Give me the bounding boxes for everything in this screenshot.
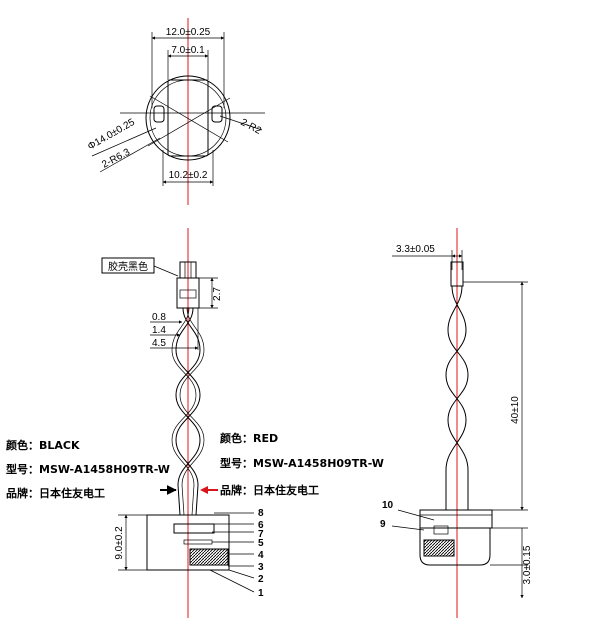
inner-opening <box>167 79 209 157</box>
side-wire-a <box>445 285 467 510</box>
dim-side-body-height: 3.0±0.15 <box>522 545 533 584</box>
right-brand-label: 品牌：日本住友电工 <box>220 483 319 497</box>
part-number: 10 <box>382 500 394 511</box>
housing-label-box <box>101 257 155 274</box>
dim-connector: 2.7 <box>212 287 223 301</box>
internal-slot <box>173 523 215 534</box>
part-number: 5 <box>258 538 264 549</box>
side-flange <box>419 509 493 529</box>
part-number: 1 <box>258 588 264 599</box>
dim-inner-width: 7.0±0.1 <box>171 45 205 56</box>
leader-line <box>153 265 179 277</box>
part-number: 9 <box>380 519 386 530</box>
dim-wire-length: 40±10 <box>510 396 521 424</box>
right-pointer-arrowhead <box>200 486 208 494</box>
left-bump <box>153 105 165 123</box>
side-wire-b <box>447 285 469 510</box>
dim-b: 1.4 <box>152 325 166 336</box>
part-number: 8 <box>258 508 264 519</box>
dim-body-height: 9.0±0.2 <box>114 526 125 560</box>
red-wire <box>175 307 201 516</box>
dim-outer-width: 12.0±0.25 <box>166 27 211 38</box>
dim-pin: 3.3±0.05 <box>396 244 435 255</box>
dim-a: 0.8 <box>152 312 166 323</box>
top-view: 12.0±0.25 7.0±0.1 Φ14.0±0.25 2-R6.3 2-R2… <box>86 18 265 205</box>
side-hatched-core <box>423 539 455 557</box>
front-view: 胶壳黑色 2.7 0.8 1.4 4.5 颜色：BLACK 型号：MSW-A14… <box>6 228 384 618</box>
side-connector <box>450 261 464 287</box>
side-body <box>419 528 491 566</box>
leader-line <box>91 127 157 157</box>
left-model-label: 型号：MSW-A1458H09TR-W <box>6 462 170 476</box>
left-brand-label: 品牌：日本住友电工 <box>6 486 105 500</box>
sensor-body <box>146 514 230 571</box>
part-number: 6 <box>258 520 264 531</box>
diagonal-1 <box>147 97 231 147</box>
dim-bottom-width: 10.2±0.2 <box>169 170 208 181</box>
left-color-label: 颜色：BLACK <box>6 438 80 452</box>
outer-circle <box>145 75 231 161</box>
leader-line <box>391 525 425 531</box>
part-number: 3 <box>258 562 264 573</box>
part-number: 4 <box>258 550 264 561</box>
leader-line <box>397 509 435 521</box>
red-wire-edge <box>171 307 197 516</box>
dim-r-small: 2-R2 <box>239 117 264 137</box>
housing-label: 胶壳黑色 <box>108 260 148 273</box>
right-color-label: 颜色：RED <box>220 431 278 445</box>
leader-line <box>219 115 263 131</box>
hatched-core <box>189 548 229 566</box>
black-wire-edge <box>179 307 205 516</box>
leader-line <box>99 137 161 173</box>
black-wire <box>175 307 201 516</box>
part-number-leaders <box>209 512 255 593</box>
dim-c: 4.5 <box>152 338 166 349</box>
side-view: 3.3±0.05 40±10 3.0±0.15 10 9 <box>380 228 533 618</box>
side-slot <box>433 525 449 535</box>
right-bump <box>211 105 223 123</box>
connector-housing <box>176 277 200 309</box>
part-number: 2 <box>258 574 264 585</box>
right-model-label: 型号：MSW-A1458H09TR-W <box>220 456 384 470</box>
part-number: 7 <box>258 529 264 540</box>
connector-detail <box>179 289 197 299</box>
diagonal-2 <box>149 95 229 143</box>
